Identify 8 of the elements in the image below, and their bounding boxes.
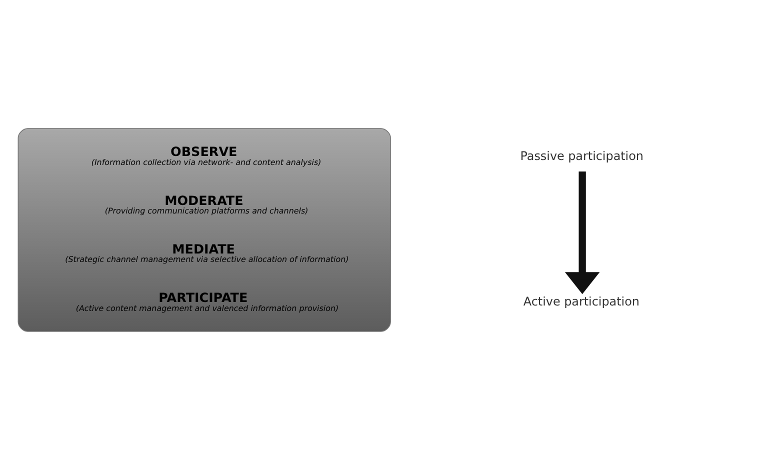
- node-text: OBSERVE (Information collection via network- and content analysis): [91, 144, 322, 167]
- node-text: MODERATE (Providing communication platforms and channels): [104, 193, 308, 216]
- arrow: [564, 171, 600, 294]
- cluster: [18, 128, 391, 332]
- node-text: Passive participation: [520, 148, 644, 162]
- node-text: Active participation: [523, 294, 640, 308]
- node-text: MEDIATE (Strategic channel management via selective allocation of information): [65, 242, 349, 264]
- node-text: PARTICIPATE (Active content management and valenced information provision): [76, 290, 339, 312]
